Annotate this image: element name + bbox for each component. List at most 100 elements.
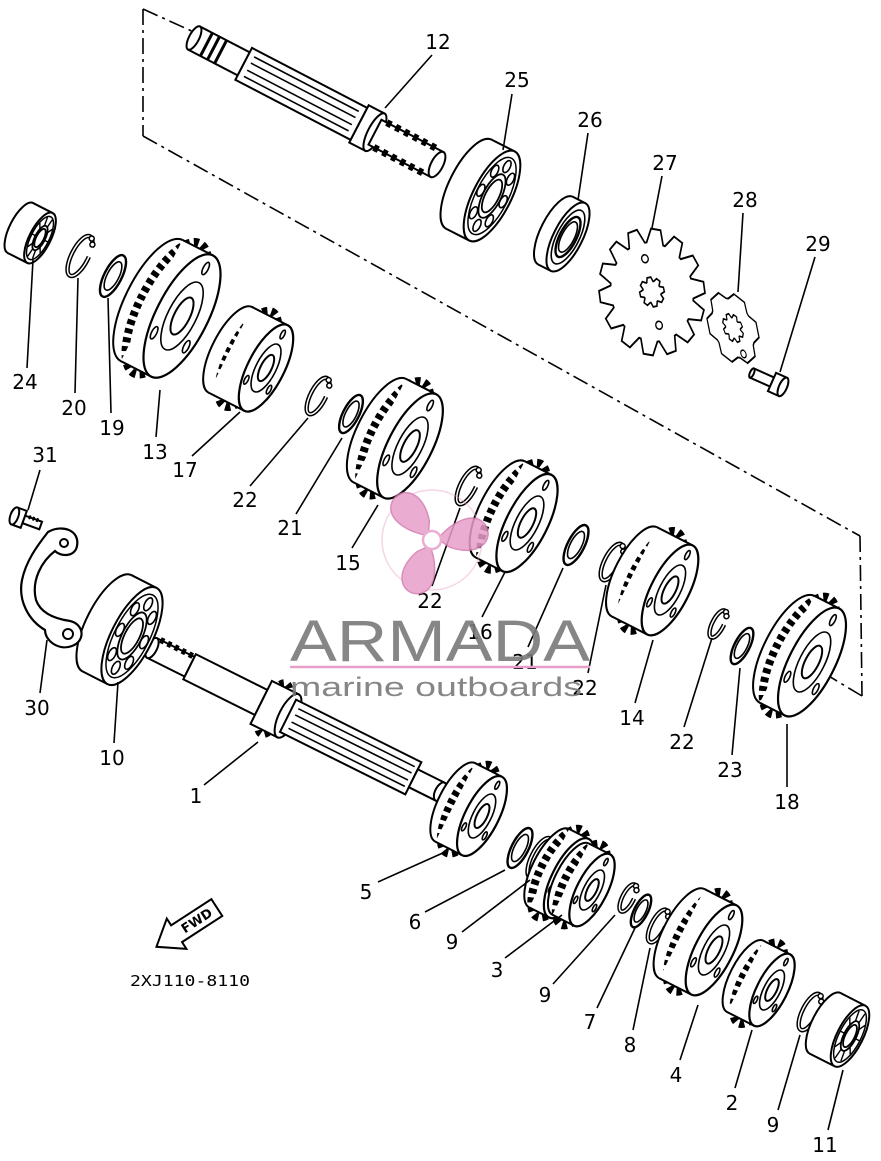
axle-splines xyxy=(243,56,360,132)
leader-line xyxy=(26,259,34,369)
callout-label: 11 xyxy=(812,1133,837,1157)
leader-lines xyxy=(26,54,844,1131)
fwd-arrow-icon: FWD xyxy=(155,897,224,950)
gear-edge-top xyxy=(251,306,289,327)
circlip-20 xyxy=(65,233,96,279)
callout-label: 27 xyxy=(652,151,677,175)
bearing-edge-bottom xyxy=(445,227,470,242)
leader-line xyxy=(249,417,309,487)
leader-line xyxy=(737,212,744,293)
circlip-ear xyxy=(326,382,333,389)
leader-line xyxy=(351,504,379,549)
leader-line xyxy=(527,567,564,648)
bearing-needle xyxy=(43,217,49,226)
callout-label: 29 xyxy=(805,232,830,256)
leader-line xyxy=(502,93,513,151)
leader-line xyxy=(295,437,343,515)
gear-edge-top xyxy=(762,939,791,956)
bracket-30 xyxy=(20,527,83,649)
drawing-code: 2XJ110-8110 xyxy=(130,972,250,990)
bearing-needle xyxy=(46,219,53,228)
bearing-outer-race-inner xyxy=(832,1009,868,1063)
bearing-ball xyxy=(472,218,482,233)
gear-dog-hole xyxy=(645,596,654,608)
gear-bore xyxy=(256,353,276,383)
axle-grooves xyxy=(199,32,228,65)
gear-hub xyxy=(653,564,687,616)
bearing-needle xyxy=(27,242,33,248)
leader-line xyxy=(651,175,663,229)
gear-dog-hole xyxy=(526,541,535,554)
gear-dog-hole xyxy=(382,454,391,467)
callout-label: 7 xyxy=(584,1010,597,1034)
watermark-tagline: marine outboards xyxy=(290,672,582,702)
lock-washer-28 xyxy=(706,291,760,365)
washer-7 xyxy=(629,893,653,929)
leader-line xyxy=(39,639,48,694)
gear-4 xyxy=(652,887,744,997)
gear-dog-hole xyxy=(200,261,211,276)
gear-teeth xyxy=(662,887,734,996)
main-axle-left-teeth xyxy=(159,637,195,659)
callout-label: 4 xyxy=(670,1063,683,1087)
bearing-needle xyxy=(849,1017,851,1025)
gear-edge-bottom xyxy=(120,360,152,378)
bearing-bore xyxy=(33,227,47,249)
leader-line xyxy=(731,667,741,756)
oil-seal-26 xyxy=(533,195,591,273)
needle-bearing-24 xyxy=(3,201,57,265)
logo-hub xyxy=(421,529,443,551)
gear-edge-top xyxy=(182,239,214,257)
bearing-ball xyxy=(505,172,516,187)
callout-label: 25 xyxy=(504,68,529,92)
callout-label: 2 xyxy=(726,1091,739,1115)
gear-dog-hole xyxy=(426,399,435,412)
sprocket-27 xyxy=(598,227,706,357)
bearing-needle xyxy=(834,1041,842,1048)
leader-line xyxy=(632,947,651,1031)
gear-dog-hole xyxy=(727,909,736,921)
bearing-ball xyxy=(123,655,135,671)
washer-21 xyxy=(337,393,365,435)
callout-label: 20 xyxy=(61,396,86,420)
gear-hub xyxy=(391,416,429,476)
bracket-hole-bottom xyxy=(62,628,74,640)
leader-line xyxy=(552,914,616,985)
leader-line xyxy=(734,1029,753,1089)
leader-line xyxy=(107,297,112,414)
bearing-needle xyxy=(855,1038,860,1042)
bearing-outer-race-inner xyxy=(25,215,55,261)
gear-bore xyxy=(169,296,195,336)
callout-label: 31 xyxy=(32,443,57,467)
gear-hub xyxy=(697,924,731,976)
callout-label: 21 xyxy=(512,650,537,674)
bearing-25 xyxy=(439,137,522,243)
circlip-ear xyxy=(89,241,96,248)
gear-bore xyxy=(399,429,421,463)
bearing-needle xyxy=(840,1030,845,1034)
leader-line xyxy=(827,1069,844,1131)
gear-dog-hole xyxy=(242,374,250,385)
bearing-edge-bottom xyxy=(82,670,108,686)
gear-edge-top xyxy=(656,526,694,547)
gear-dog-hole xyxy=(669,607,677,618)
washer-inner xyxy=(342,400,360,428)
frame-line-top xyxy=(142,8,197,34)
gear-dog-hole xyxy=(602,857,609,867)
callout-label: 19 xyxy=(99,416,124,440)
circlip-ear xyxy=(475,466,482,474)
gear-dog-hole xyxy=(572,895,579,905)
gear-dog-hole xyxy=(828,613,838,627)
gear-dog-hole xyxy=(149,325,159,340)
logo-blade xyxy=(436,517,489,552)
callout-label: 12 xyxy=(425,30,450,54)
sprocket-spline-bore xyxy=(638,276,666,308)
gear-dog-hole xyxy=(591,903,598,913)
gear-dog-hole xyxy=(481,831,489,841)
gear-dog-hole xyxy=(683,549,692,561)
washer-23 xyxy=(729,626,755,666)
bracket-body xyxy=(20,527,83,649)
callout-label: 9 xyxy=(767,1113,780,1137)
leader-line xyxy=(481,571,506,618)
leader-line xyxy=(779,256,816,373)
